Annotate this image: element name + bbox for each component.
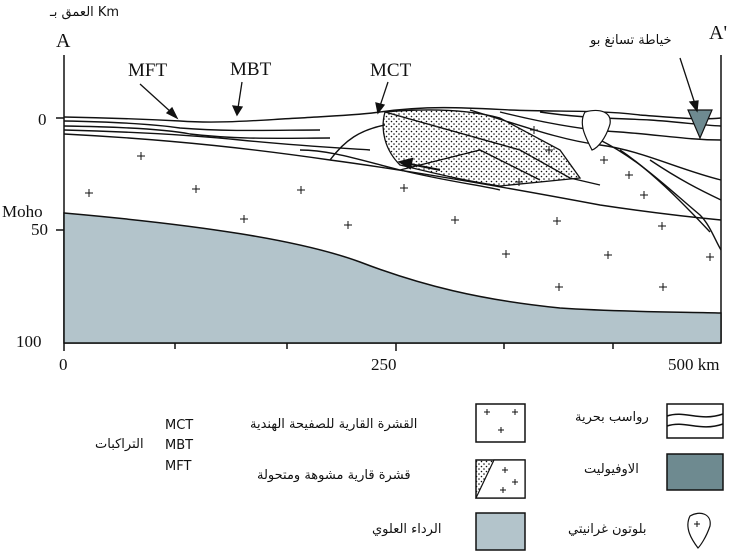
- legend-thrust-code-mct: MCT: [165, 418, 194, 433]
- slip-arrow: [397, 157, 441, 171]
- legend-label-marine-sediments: رواسب بحرية: [575, 410, 649, 425]
- thrust-pointers: [139, 57, 699, 120]
- legend-swatch-ophiolite: [666, 453, 724, 491]
- legend-swatch-granite-pluton: [687, 512, 711, 549]
- section-pluton: [581, 109, 611, 151]
- depth-axis-title: العمق بـ Km: [50, 5, 120, 20]
- crust-crosses: [85, 126, 714, 291]
- legend-label-upper-mantle: الرداء العلوي: [372, 522, 442, 537]
- legend-label-granite-pluton: بلوتون غرانيتي: [568, 522, 647, 537]
- deformed-crust-zone: [382, 109, 582, 187]
- legend-thrust-code-mbt: MBT: [165, 438, 194, 453]
- depth-tick-100: 100: [16, 332, 42, 351]
- legend-thrusts-title: التراكبات: [95, 437, 144, 452]
- depth-tick-50: 50: [31, 220, 48, 239]
- legend-label-indian-crust: القشرة القارية للصفيحة الهندية: [250, 417, 418, 432]
- ophiolite-body: [687, 109, 713, 140]
- legend-thrust-code-mft: MFT: [165, 459, 192, 474]
- mct-label: MCT: [370, 60, 412, 81]
- section-end-label: A': [709, 22, 728, 44]
- legend-swatches: [475, 403, 724, 551]
- legend-swatch-upper-mantle: [475, 512, 526, 551]
- legend-swatch-marine-sediments: [666, 403, 724, 439]
- moho-label: Moho: [2, 202, 43, 221]
- section-start-label: A: [56, 30, 71, 52]
- distance-tick-500: 500 km: [668, 355, 720, 374]
- depth-tick-0: 0: [38, 110, 47, 129]
- distance-tick-0: 0: [59, 355, 68, 374]
- legend-label-deformed-crust: قشرة قارية مشوهة ومتحولة: [257, 468, 411, 483]
- legend-label-ophiolite: الاوفيوليت: [584, 462, 639, 477]
- mft-label: MFT: [128, 60, 168, 81]
- upper-mantle-region: [63, 212, 722, 344]
- suture-label: خياطة تسانغ بو: [590, 33, 672, 48]
- legend-swatch-indian-crust: [475, 403, 526, 443]
- distance-tick-250: 250: [371, 355, 397, 374]
- mbt-label: MBT: [230, 59, 272, 80]
